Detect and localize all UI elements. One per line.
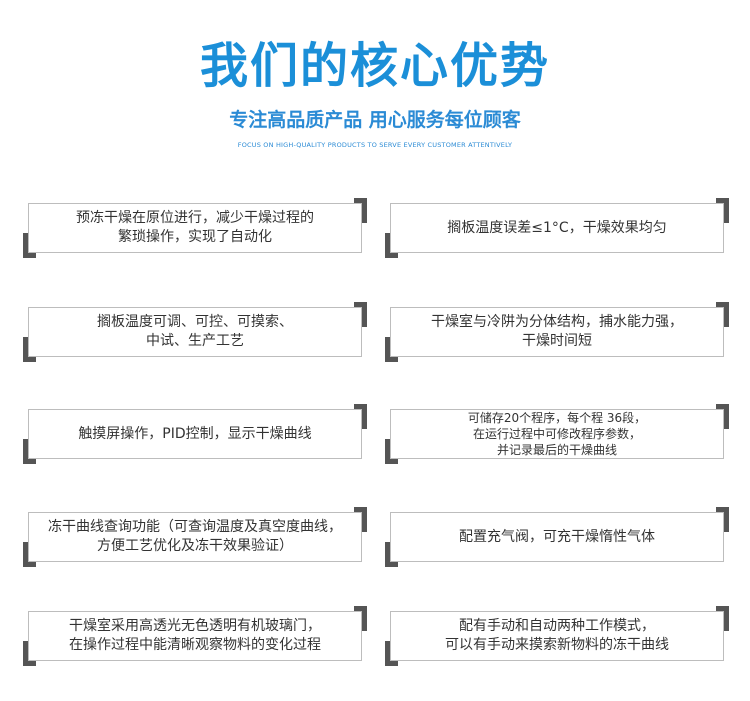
corner-decoration bbox=[385, 337, 398, 362]
feature-card-transparent-door: 干燥室采用高透光无色透明有机玻璃门， 在操作过程中能清晰观察物料的变化过程 bbox=[23, 606, 367, 666]
corner-decoration bbox=[23, 542, 36, 567]
feature-card-inflation-valve: 配置充气阀，可充干燥惰性气体 bbox=[385, 507, 729, 567]
corner-decoration bbox=[716, 404, 729, 429]
feature-card-shelf-temp-error: 搁板温度误差≤1°C，干燥效果均匀 bbox=[385, 198, 729, 258]
feature-text: 触摸屏操作，PID控制，显示干燥曲线 bbox=[78, 425, 312, 442]
page-subtitle: 专注高品质产品 用心服务每位顾客 bbox=[229, 109, 521, 131]
corner-decoration bbox=[354, 302, 367, 327]
feature-text: 配有手动和自动两种工作模式， 可以有手动来摸索新物料的冻干曲线 bbox=[445, 618, 669, 653]
corner-decoration bbox=[354, 507, 367, 532]
page-title: 我们的核心优势 bbox=[199, 38, 550, 94]
corner-decoration bbox=[385, 439, 398, 464]
page-tagline: FOCUS ON HIGH-QUALITY PRODUCTS TO SERVE … bbox=[237, 141, 513, 149]
feature-text: 配置充气阀，可充干燥惰性气体 bbox=[459, 528, 655, 545]
corner-decoration bbox=[354, 198, 367, 223]
feature-text: 干燥室采用高透光无色透明有机玻璃门， 在操作过程中能清晰观察物料的变化过程 bbox=[69, 618, 321, 653]
corner-decoration bbox=[354, 606, 367, 631]
feature-text: 搁板温度可调、可控、可摸索、 中试、生产工艺 bbox=[97, 314, 293, 349]
feature-text: 搁板温度误差≤1°C，干燥效果均匀 bbox=[447, 219, 667, 236]
feature-card-curve-query: 冻干曲线查询功能（可查询温度及真空度曲线， 方便工艺优化及冻干效果验证） bbox=[23, 507, 367, 567]
corner-decoration bbox=[385, 641, 398, 666]
corner-decoration bbox=[23, 439, 36, 464]
feature-card-shelf-temp-adjustable: 搁板温度可调、可控、可摸索、 中试、生产工艺 bbox=[23, 302, 367, 362]
feature-card-work-modes: 配有手动和自动两种工作模式， 可以有手动来摸索新物料的冻干曲线 bbox=[385, 606, 729, 666]
feature-text: 预冻干燥在原位进行，减少干燥过程的 繁琐操作，实现了自动化 bbox=[76, 210, 314, 245]
feature-text: 干燥室与冷阱为分体结构，捕水能力强， 干燥时间短 bbox=[431, 314, 683, 349]
feature-card-preeze-insitu: 预冻干燥在原位进行，减少干燥过程的 繁琐操作，实现了自动化 bbox=[23, 198, 367, 258]
feature-text: 可储存20个程序，每个程 36段， 在运行过程中可修改程序参数， 并记录最后的干… bbox=[467, 411, 647, 457]
feature-card-touchscreen: 触摸屏操作，PID控制，显示干燥曲线 bbox=[23, 404, 367, 464]
feature-card-program-storage: 可储存20个程序，每个程 36段， 在运行过程中可修改程序参数， 并记录最后的干… bbox=[385, 404, 729, 464]
corner-decoration bbox=[385, 542, 398, 567]
corner-decoration bbox=[23, 233, 36, 258]
corner-decoration bbox=[716, 302, 729, 327]
corner-decoration bbox=[716, 606, 729, 631]
corner-decoration bbox=[23, 337, 36, 362]
corner-decoration bbox=[354, 404, 367, 429]
corner-decoration bbox=[716, 198, 729, 223]
feature-text: 冻干曲线查询功能（可查询温度及真空度曲线， 方便工艺优化及冻干效果验证） bbox=[48, 519, 342, 554]
corner-decoration bbox=[23, 641, 36, 666]
corner-decoration bbox=[716, 507, 729, 532]
corner-decoration bbox=[385, 233, 398, 258]
feature-card-split-structure: 干燥室与冷阱为分体结构，捕水能力强， 干燥时间短 bbox=[385, 302, 729, 362]
